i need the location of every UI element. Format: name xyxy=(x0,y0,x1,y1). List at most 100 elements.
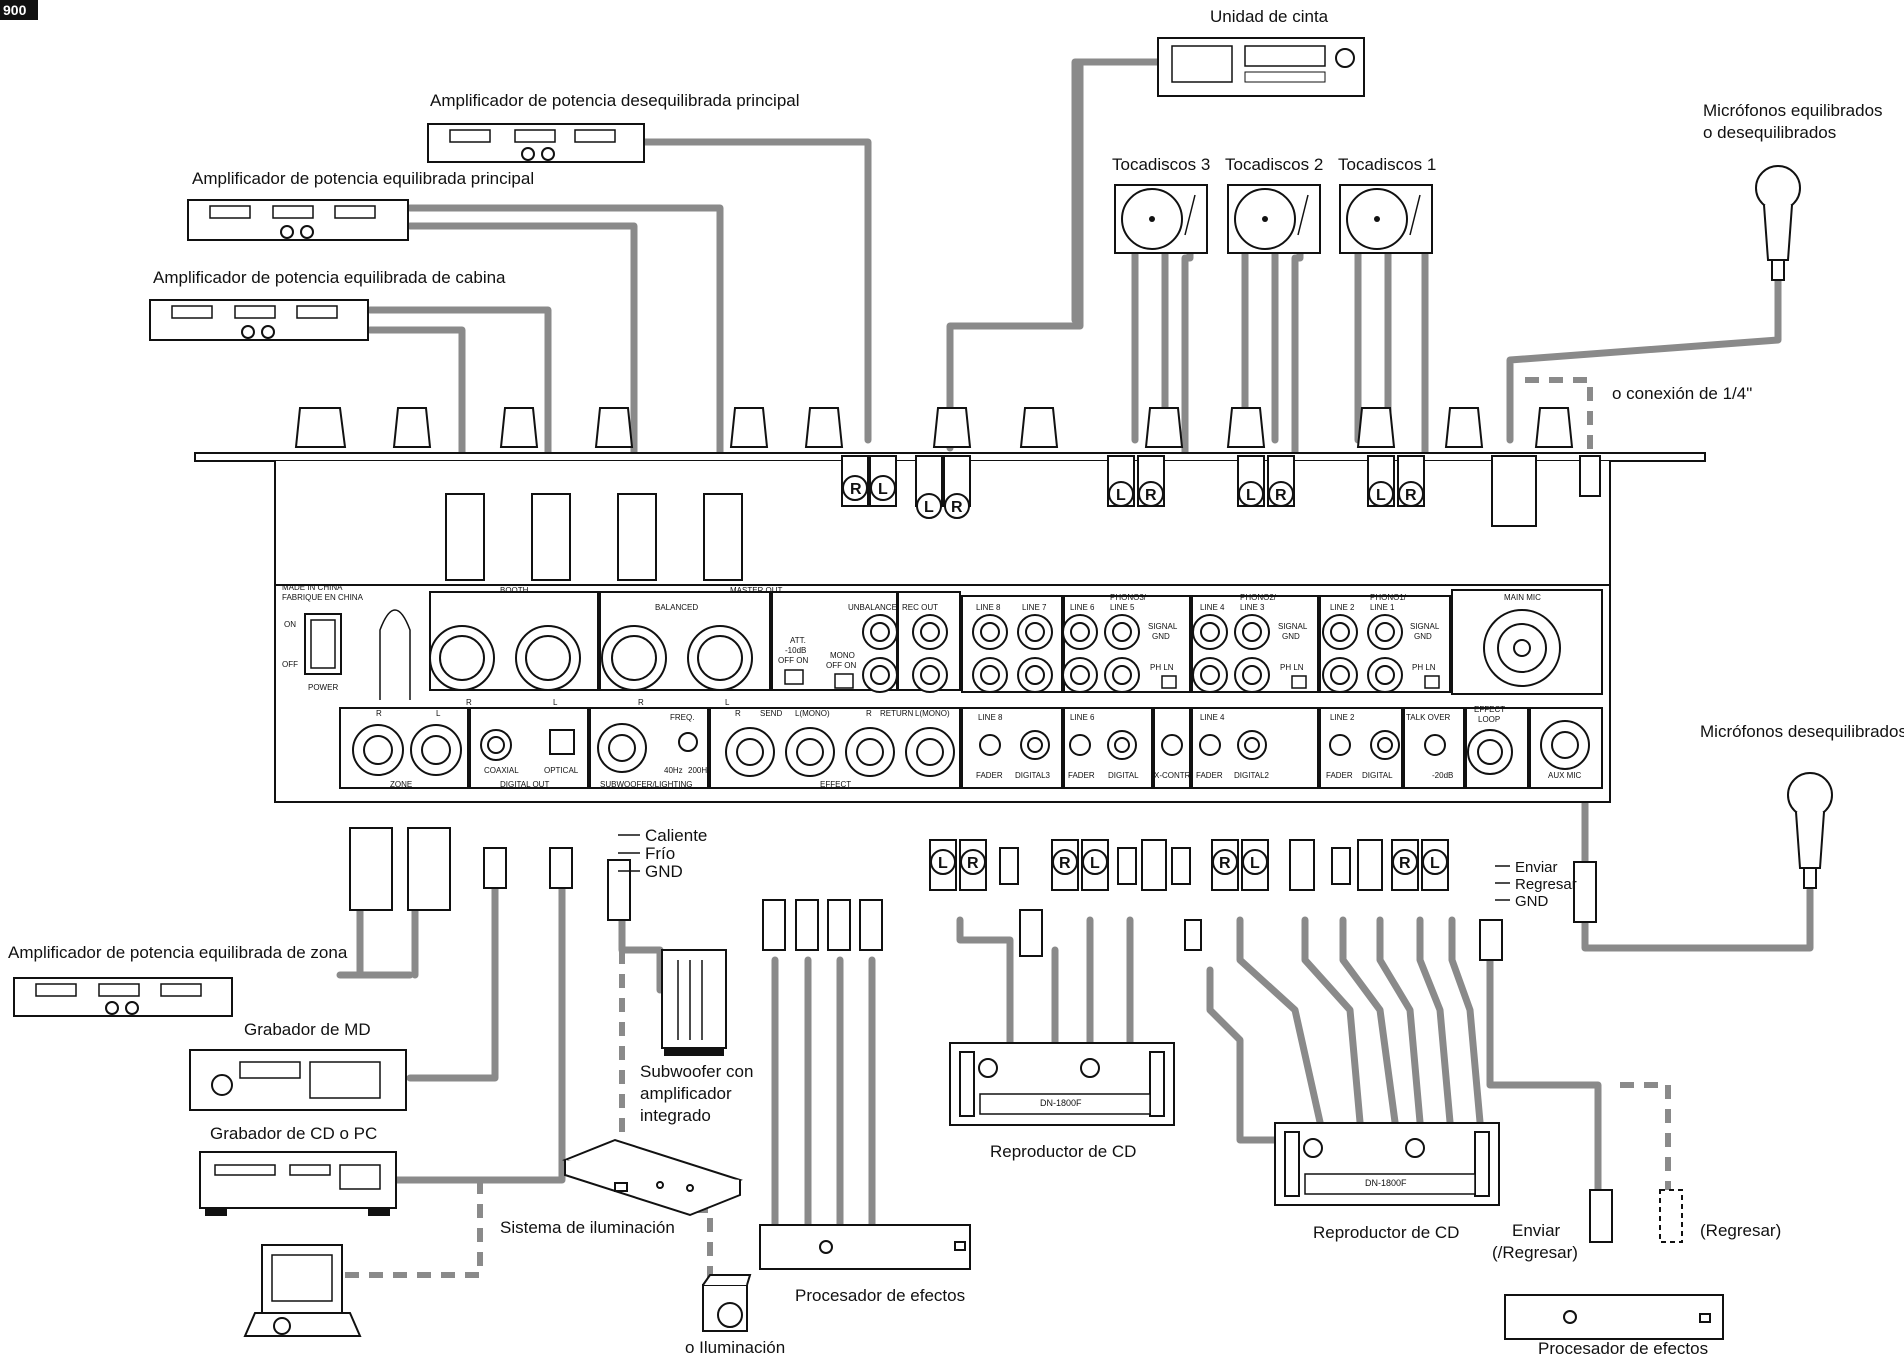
main-mic-xlr-plug xyxy=(1491,455,1537,527)
effect-label: EFFECT xyxy=(820,780,851,789)
effect-loop-label-a: EFFECT xyxy=(1474,705,1505,714)
talk-over-knob[interactable] xyxy=(1424,734,1446,756)
return-r-label: R xyxy=(866,709,872,718)
fader-line6-label: LINE 6 xyxy=(1070,713,1095,722)
zone-l-label: L xyxy=(436,709,441,718)
rca-letter: R xyxy=(967,855,979,872)
rca-letter: R xyxy=(1405,487,1417,504)
xlr-master-r-label: R xyxy=(638,698,644,707)
cable-cd-recorder xyxy=(386,876,566,1184)
zone-amp-label: Amplificador de potencia equilibrada de … xyxy=(8,943,348,962)
return-lmono-label: L(MONO) xyxy=(915,709,950,718)
xlr-master-l-label: L xyxy=(725,698,730,707)
signal-gnd-1-b: GND xyxy=(1414,632,1432,641)
signal-gnd-2-b: GND xyxy=(1282,632,1300,641)
ph-ln-2-switch[interactable] xyxy=(1291,675,1307,689)
x-control-jack[interactable] xyxy=(1161,734,1183,756)
aux-mic-label: AUX MIC xyxy=(1548,771,1582,780)
turntable-3 xyxy=(1114,184,1208,254)
line2-label: LINE 2 xyxy=(1330,603,1355,612)
balanced-label: BALANCED xyxy=(655,603,698,612)
fabrique-label: FABRIQUE EN CHINA xyxy=(282,593,364,602)
send-label: SEND xyxy=(760,709,782,718)
lighting-system-label: Sistema de iluminación xyxy=(500,1218,675,1237)
rca-turntable-2: L R xyxy=(1237,455,1295,507)
cable-main-mic xyxy=(1506,276,1782,444)
send-lmono-label: L(MONO) xyxy=(795,709,830,718)
fader6-jack[interactable] xyxy=(1069,734,1091,756)
rca-letter: L xyxy=(1430,855,1440,872)
rca-cd2-a: R L xyxy=(1211,839,1269,891)
cable-cd1 xyxy=(956,916,1014,1046)
quarter-inch-plug xyxy=(1579,455,1601,497)
db20-label: -20dB xyxy=(1432,771,1453,780)
digital-6-label: DIGITAL xyxy=(1108,771,1139,780)
send-r-label: R xyxy=(735,709,741,718)
hz40-label: 40Hz xyxy=(664,766,683,775)
xlr-booth-l-label: L xyxy=(553,698,558,707)
cable-cd2 xyxy=(1206,966,1304,1144)
optical-jack[interactable] xyxy=(549,729,575,755)
booth-balanced-amp-label: Amplificador de potencia equilibrada de … xyxy=(153,268,506,287)
quarter-inch-label: o conexión de 1/4" xyxy=(1612,384,1752,403)
fader4-jack[interactable] xyxy=(1199,734,1221,756)
turntable-1-label: Tocadiscos 1 xyxy=(1338,155,1436,174)
booth-label: BOOTH xyxy=(500,586,529,595)
cable-md xyxy=(406,876,499,1082)
tape-unit xyxy=(1157,37,1365,97)
line5-label: LINE 5 xyxy=(1110,603,1135,612)
fader2-jack[interactable] xyxy=(1329,734,1351,756)
effects-processor-2-label: Procesador de efectos xyxy=(1538,1339,1708,1358)
trs-labels-sub: Caliente Frío GND xyxy=(618,826,707,881)
freq-label: FREQ. xyxy=(670,713,694,722)
return-label-1: Regresar xyxy=(1515,876,1577,893)
mono-offon-label: OFF ON xyxy=(826,661,856,670)
line8-label: LINE 8 xyxy=(976,603,1001,612)
digital-2-label: DIGITAL xyxy=(1362,771,1393,780)
cd2-brand: DN-1800F xyxy=(1365,1178,1407,1188)
xlr-plugs xyxy=(445,493,743,581)
att-offon-label: OFF ON xyxy=(778,656,808,665)
att-db-label: -10dB xyxy=(785,646,806,655)
rca-letter: L xyxy=(1090,855,1100,872)
hz200-label: 200Hz xyxy=(688,766,711,775)
cable-fx-2 xyxy=(1486,941,1602,1194)
rca-letter: R xyxy=(850,481,862,498)
zone-amp xyxy=(13,977,233,1017)
main-unbalanced-amp xyxy=(427,123,645,163)
turntable-3-label: Tocadiscos 3 xyxy=(1112,155,1210,174)
att-switch[interactable] xyxy=(784,669,804,685)
rca-letter: R xyxy=(1145,487,1157,504)
return-label: RETURN xyxy=(880,709,914,718)
tape-unit-label: Unidad de cinta xyxy=(1210,7,1329,26)
ph-ln-1-switch[interactable] xyxy=(1424,675,1440,689)
mono-switch[interactable] xyxy=(834,673,854,689)
line3-label: LINE 3 xyxy=(1240,603,1265,612)
cable-subwoofer xyxy=(618,896,664,994)
trs-labels-fx: Enviar Regresar GND xyxy=(1495,859,1577,910)
rca-letter: L xyxy=(1246,487,1256,504)
or-lighting-label: o Iluminación xyxy=(685,1338,785,1357)
digital-out-label: DIGITAL OUT xyxy=(500,780,549,789)
line4-label: LINE 4 xyxy=(1200,603,1225,612)
phono2-label: PHONO2/ xyxy=(1240,593,1277,602)
light-fixture xyxy=(702,1274,752,1332)
zone-r-label: R xyxy=(376,709,382,718)
microphone-balanced xyxy=(1755,165,1801,281)
mono-label: MONO xyxy=(830,651,855,660)
sub-lighting-label: SUBWOOFER/LIGHTING xyxy=(600,780,692,789)
on-label: ON xyxy=(284,620,296,629)
mics-balanced-label-2: o desequilibrados xyxy=(1703,123,1836,142)
rca-cd1-a: L R xyxy=(929,839,987,891)
fader-line8-label: LINE 8 xyxy=(978,713,1003,722)
lighting-system xyxy=(562,1138,743,1217)
main-mic-label: MAIN MIC xyxy=(1504,593,1541,602)
cable-tape-rec xyxy=(946,58,1164,452)
rca-rec-out: L R xyxy=(915,455,971,519)
unbalanced-label: UNBALANCED xyxy=(848,603,903,612)
freq-knob[interactable] xyxy=(678,732,698,752)
ph-ln-3-switch[interactable] xyxy=(1161,675,1177,689)
fader8-label: FADER xyxy=(976,771,1003,780)
fader-line4-label: LINE 4 xyxy=(1200,713,1225,722)
fader8-jack[interactable] xyxy=(979,734,1001,756)
